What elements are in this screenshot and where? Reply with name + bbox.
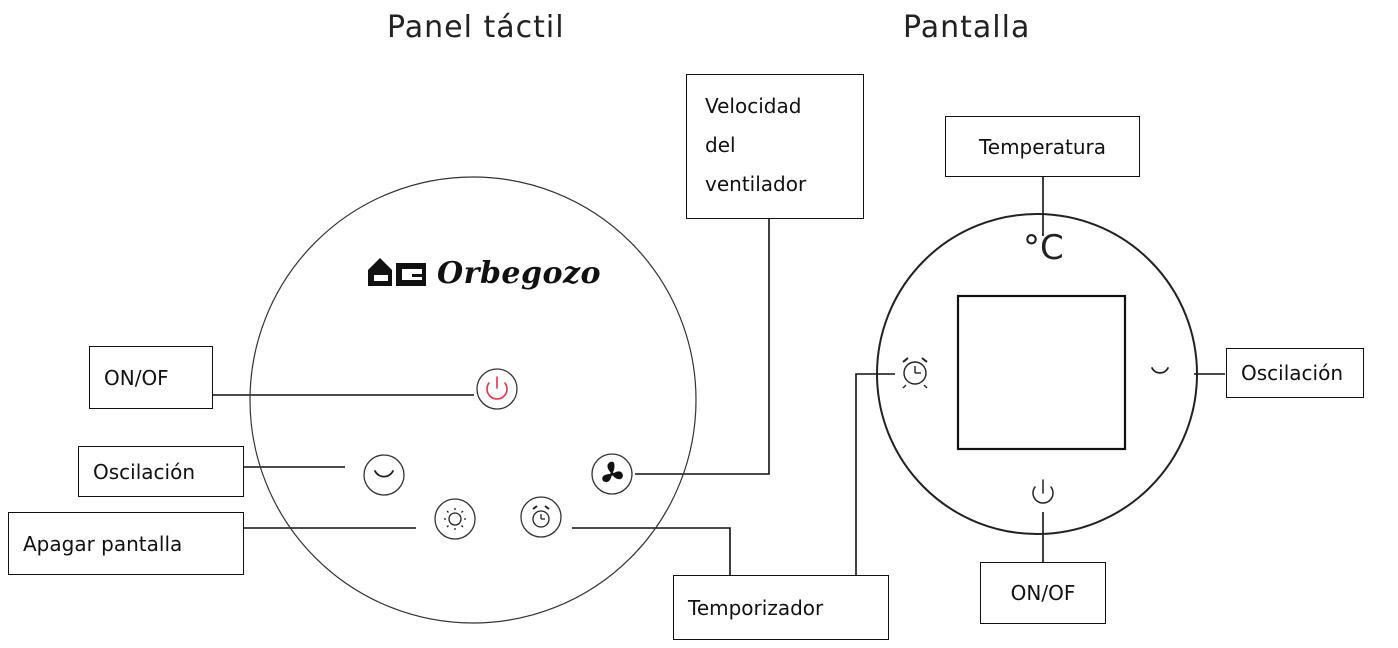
- touch-panel-heading: Panel táctil: [387, 10, 565, 45]
- sun-icon: [444, 508, 466, 530]
- brand-logo: Orbegozo: [367, 255, 601, 291]
- leader-lines: [212, 176, 1225, 576]
- display-alarm-clock-icon: [902, 357, 928, 389]
- label-power: ON/OF: [89, 346, 213, 409]
- fan-icon: [602, 461, 623, 483]
- celsius-symbol: °C: [1023, 228, 1064, 268]
- fan-speed-button[interactable]: [591, 453, 633, 495]
- display-disc: [876, 213, 1198, 535]
- label-display-power: ON/OF: [980, 562, 1106, 624]
- display-oscillation-arc-icon: [1151, 367, 1169, 374]
- label-oscillation: Oscilación: [78, 446, 244, 497]
- leader-display-timer: [855, 373, 895, 576]
- leader-timer: [572, 527, 731, 576]
- label-display-oscillation: Oscilación: [1226, 348, 1364, 398]
- display-heading: Pantalla: [903, 10, 1031, 45]
- label-display-off: Apagar pantalla: [8, 512, 244, 575]
- label-fan-speed-line-3: ventilador: [705, 172, 807, 196]
- display-screen: [956, 294, 1127, 451]
- orbegozo-logo-icon: [368, 258, 426, 286]
- brand-name: Orbegozo: [437, 255, 602, 291]
- oscillation-arc-icon: [374, 470, 394, 478]
- alarm-clock-icon: [532, 505, 550, 528]
- label-fan-speed: Velocidad del ventilador: [686, 74, 864, 219]
- power-button[interactable]: [476, 368, 518, 410]
- power-icon: [486, 376, 508, 400]
- label-temperature: Temperatura: [945, 116, 1140, 177]
- display-power-icon: [1032, 479, 1054, 504]
- display-off-button[interactable]: [434, 498, 476, 540]
- label-fan-speed-line-2: del: [705, 133, 736, 157]
- timer-button[interactable]: [520, 496, 562, 538]
- leader-fan-speed: [635, 218, 770, 475]
- label-timer: Temporizador: [673, 575, 889, 640]
- label-fan-speed-line-1: Velocidad: [705, 94, 802, 118]
- oscillation-button[interactable]: [363, 454, 405, 496]
- touch-panel-disc: [249, 176, 697, 624]
